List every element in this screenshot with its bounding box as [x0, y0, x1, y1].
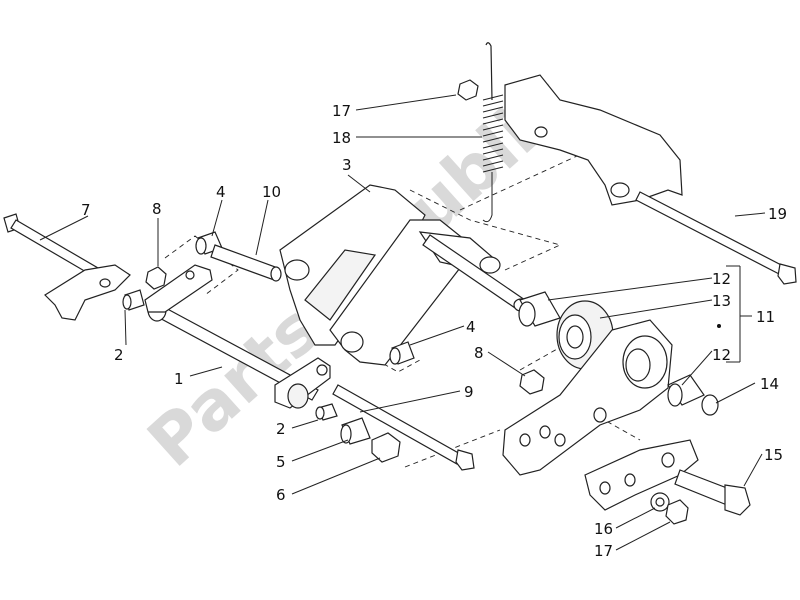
callout-5: 5	[276, 453, 286, 471]
engine-mount-bracket	[504, 74, 683, 206]
nut-8-lower	[519, 369, 545, 395]
bolt-19	[635, 191, 797, 285]
callout-2-upper: 2	[114, 346, 124, 364]
callout-17-lower: 17	[594, 542, 613, 560]
callout-14: 14	[760, 375, 779, 393]
callout-8-lower: 8	[474, 344, 484, 362]
circlip-14	[701, 394, 719, 416]
callout-19: 19	[768, 205, 787, 223]
pin-10	[210, 244, 282, 282]
callout-12-lower: 12	[712, 346, 731, 364]
bolt-7	[3, 213, 99, 277]
washer-16	[650, 492, 670, 512]
leader-lines	[39, 94, 766, 551]
callout-13: 13	[712, 292, 731, 310]
callout-6: 6	[276, 486, 286, 504]
bracket-plate-upper	[144, 264, 213, 313]
nut-17-bottom	[665, 499, 689, 525]
swing-plate-right	[502, 319, 673, 476]
callout-3: 3	[342, 156, 352, 174]
spacer-12-lower	[667, 374, 705, 407]
nut-17-top	[457, 79, 479, 101]
callout-1: 1	[174, 370, 184, 388]
reference-dot	[717, 324, 721, 328]
callout-4-upper: 4	[216, 183, 226, 201]
callout-9: 9	[464, 383, 474, 401]
spring-18	[482, 42, 504, 223]
callout-10: 10	[262, 183, 281, 201]
spacer-12-upper	[518, 291, 561, 327]
callout-11: 11	[756, 308, 775, 326]
bolt-9	[332, 384, 475, 471]
bushing-4-lower	[389, 341, 415, 365]
callout-7: 7	[81, 201, 91, 219]
bolt-15	[674, 469, 751, 516]
bushing-2-lower	[315, 403, 338, 421]
left-bracket	[44, 264, 131, 321]
callout-2-lower: 2	[276, 420, 286, 438]
callout-4-lower: 4	[466, 318, 476, 336]
callout-labels: 7 8 4 10 3 17 18 19 2 1 4 12 13 11 12 8 …	[81, 102, 787, 560]
callout-8-upper: 8	[152, 200, 162, 218]
callout-15: 15	[764, 446, 783, 464]
bracket-plate-lower	[274, 357, 331, 409]
callout-17-upper: 17	[332, 102, 351, 120]
callout-12-upper: 12	[712, 270, 731, 288]
swing-arm-link-3	[279, 184, 501, 366]
bushing-2-upper	[122, 289, 145, 311]
bush-5	[340, 417, 371, 445]
callout-16: 16	[594, 520, 613, 538]
callout-18: 18	[332, 129, 351, 147]
nut-6	[371, 432, 401, 463]
nut-8-upper	[145, 266, 167, 290]
